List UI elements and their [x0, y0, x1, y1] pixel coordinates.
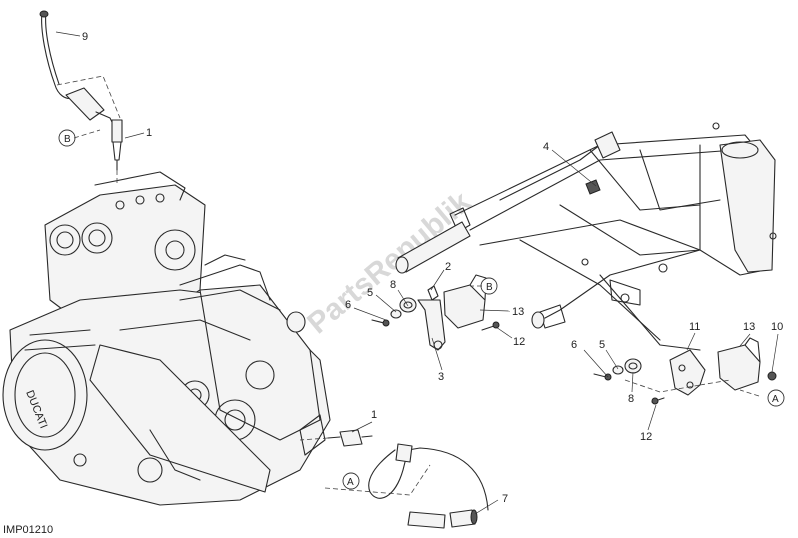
part-12-bolt-left: [481, 321, 500, 331]
reference-mark-a-bottom: A: [342, 472, 360, 490]
callout-6-right: 6: [571, 339, 577, 351]
reference-mark-a-right: A: [767, 389, 785, 407]
part-1-spark-plug-bottom: [327, 429, 373, 447]
part-1-spark-plug-top: [111, 119, 123, 171]
part-2-clip: [427, 285, 439, 301]
assembly-path-right: [624, 379, 731, 393]
callout-12-right: 12: [640, 431, 652, 443]
part-13-sensor-left: [443, 274, 487, 329]
svg-text:A: A: [772, 394, 779, 405]
callout-4: 4: [543, 141, 549, 153]
part-3-bracket: [417, 299, 446, 351]
callout-8-left: 8: [390, 279, 396, 291]
part-10-nut: [767, 371, 777, 381]
svg-text:A: A: [347, 477, 354, 488]
part-12-bolt-right: [651, 397, 665, 405]
assembly-path-bottom: [324, 464, 431, 496]
svg-text:B: B: [64, 134, 71, 145]
callout-8-right: 8: [628, 393, 634, 405]
leader-lines: [55, 31, 779, 515]
hose-stub: [395, 221, 471, 274]
callout-10: 10: [771, 321, 783, 333]
part-6-bolt-right: [593, 373, 612, 381]
callout-9: 9: [82, 31, 88, 43]
callout-1-bottom: 1: [371, 409, 377, 421]
part-4-fitting: [585, 179, 601, 195]
ref-path-b-top: [73, 129, 101, 139]
callout-11: 11: [689, 321, 700, 333]
reference-mark-b-top: B: [58, 129, 76, 147]
callout-13-right: 13: [743, 321, 755, 333]
callout-5-left: 5: [367, 287, 373, 299]
part-8-grommet-right: [624, 358, 642, 374]
ref-path-a-right: [739, 389, 760, 397]
callout-5-right: 5: [599, 339, 605, 351]
callout-1-top: 1: [146, 127, 152, 139]
part-9-spark-plug-lead-top: [39, 10, 115, 127]
part-5-washer-right: [612, 365, 624, 375]
callout-6-left: 6: [345, 299, 351, 311]
part-7-spark-plug-lead-bottom: [368, 443, 489, 529]
part-5-washer-left: [390, 309, 402, 319]
frame-trellis: [449, 122, 777, 351]
reference-mark-b-sensor: B: [480, 277, 498, 295]
callout-3: 3: [438, 371, 444, 383]
part-6-bolt-left: [371, 319, 390, 327]
callout-12-left: 12: [513, 336, 525, 348]
engine-assembly: DUCATI: [2, 171, 331, 506]
callout-13-left: 13: [512, 306, 524, 318]
drawing-code: IMP01210: [3, 524, 53, 536]
part-13-sensor-right: [717, 337, 761, 391]
callout-7: 7: [502, 493, 508, 505]
part-8-grommet-left: [399, 297, 417, 313]
callout-2: 2: [445, 261, 451, 273]
part-11-bracket: [669, 349, 706, 396]
svg-text:B: B: [486, 282, 493, 293]
assembly-path-plug-bottom: [299, 437, 329, 441]
